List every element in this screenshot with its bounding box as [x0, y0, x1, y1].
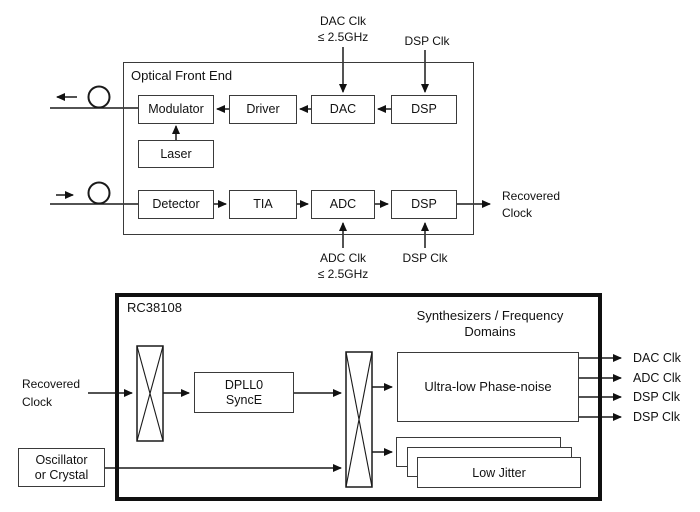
low-jitter-stack-front: Low Jitter — [417, 457, 581, 488]
dpll0-line1: DPLL0 — [224, 377, 264, 392]
dsp-tx-block: DSP — [391, 95, 457, 124]
dsp-clk-bottom-label: DSP Clk — [402, 251, 448, 265]
oscillator-line2: or Crystal — [34, 467, 89, 482]
dsp-clk-out-label-2: DSP Clk — [633, 410, 681, 424]
recovered-clock-in-label: Recovered Clock — [22, 375, 80, 411]
modulator-block: Modulator — [138, 95, 214, 124]
dpll0-synce-block: DPLL0 SyncE — [194, 372, 294, 413]
ultra-low-phase-noise-block: Ultra-low Phase-noise — [397, 352, 579, 422]
recovered-clock-out-label: Recovered Clock — [502, 188, 560, 222]
dac-clk-label-line1: DAC Clk — [319, 14, 366, 28]
synthesizers-heading: Synthesizers / Frequency Domains — [390, 308, 590, 340]
tia-block: TIA — [229, 190, 297, 219]
recovered-clock-out-line1: Recovered — [502, 189, 561, 203]
oscillator-block: Oscillator or Crystal — [18, 448, 105, 487]
dpll0-line2: SyncE — [225, 392, 263, 407]
crosspoint-switch-2-icon — [345, 351, 373, 488]
low-jitter-label: Low Jitter — [472, 465, 526, 480]
fiber-coil-in-icon — [87, 181, 111, 205]
recovered-clock-in-line1: Recovered — [22, 377, 81, 391]
oscillator-line1: Oscillator — [35, 452, 88, 467]
synthesizers-heading-line1: Synthesizers / Frequency — [416, 308, 564, 323]
dac-clk-label: DAC Clk ≤ 2.5GHz — [288, 13, 398, 45]
fiber-coil-out-icon — [87, 85, 111, 109]
adc-clk-label: ADC Clk ≤ 2.5GHz — [288, 250, 398, 282]
dsp-clk-top-label: DSP Clk — [404, 34, 450, 48]
recovered-clock-in-line2: Clock — [22, 395, 53, 409]
rc38108-frame — [115, 293, 602, 501]
detector-block: Detector — [138, 190, 214, 219]
dac-clk-out-label: DAC Clk — [633, 351, 681, 365]
dac-clk-label-line2: ≤ 2.5GHz — [317, 30, 369, 44]
driver-block: Driver — [229, 95, 297, 124]
laser-block: Laser — [138, 140, 214, 168]
crosspoint-switch-1-icon — [136, 345, 164, 442]
adc-clk-label-line1: ADC Clk — [319, 251, 366, 265]
dsp-rx-block: DSP — [391, 190, 457, 219]
recovered-clock-out-line2: Clock — [502, 206, 533, 220]
rc38108-part-number: RC38108 — [127, 300, 182, 315]
synthesizers-heading-line2: Domains — [464, 324, 516, 339]
dac-block: DAC — [311, 95, 375, 124]
optical-front-end-title: Optical Front End — [131, 68, 233, 83]
adc-clk-out-label: ADC Clk — [633, 371, 681, 385]
dsp-clk-out-label-1: DSP Clk — [633, 390, 681, 404]
adc-block: ADC — [311, 190, 375, 219]
optical-front-end-frame — [123, 62, 474, 235]
adc-clk-label-line2: ≤ 2.5GHz — [317, 267, 369, 281]
